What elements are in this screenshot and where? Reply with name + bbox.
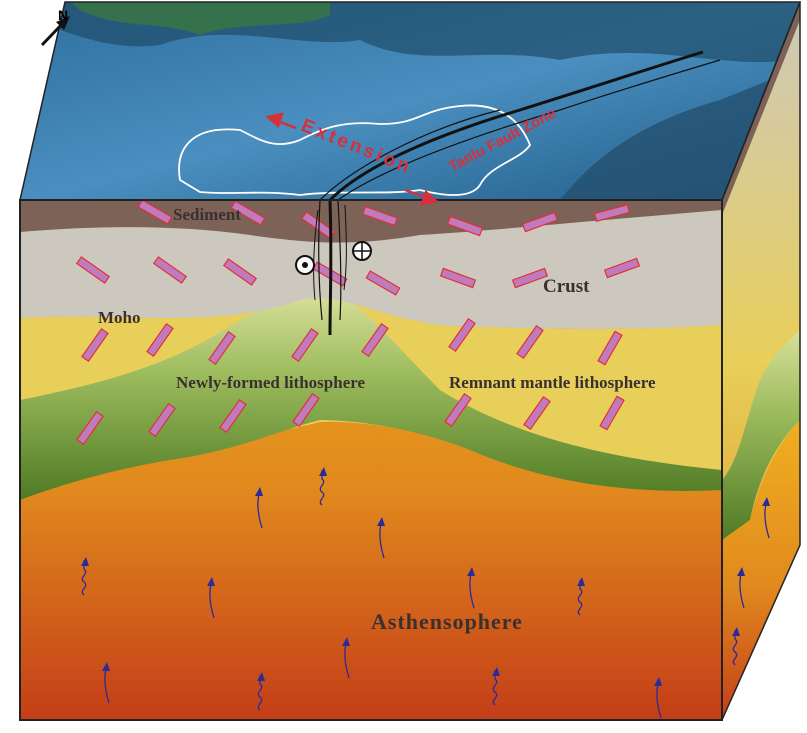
side-astheno xyxy=(722,420,800,720)
land-right xyxy=(560,80,770,200)
dike xyxy=(599,395,625,431)
dike xyxy=(75,256,111,284)
dike xyxy=(81,327,109,363)
arrow-head-icon xyxy=(762,497,770,506)
side-sediment xyxy=(722,2,800,215)
fault-lines xyxy=(313,50,721,336)
dike xyxy=(439,267,477,289)
upwelling-arrow xyxy=(577,580,583,616)
dike xyxy=(208,330,236,366)
moho-label: Moho xyxy=(98,308,141,327)
dike xyxy=(152,256,188,284)
arrow-head-icon xyxy=(737,567,745,576)
dike xyxy=(222,258,258,286)
arrow-head-icon xyxy=(492,667,500,676)
out-of-page-symbol xyxy=(295,255,315,275)
arrow-head-icon xyxy=(207,577,215,586)
north-arrow-icon xyxy=(40,16,70,47)
arrow-head-icon xyxy=(732,627,740,636)
arrow-head-icon xyxy=(255,487,263,496)
arrow-head-icon xyxy=(257,672,265,681)
dike xyxy=(597,330,623,366)
dike xyxy=(148,402,176,438)
dike xyxy=(361,322,389,358)
dike xyxy=(291,327,319,363)
sediment-layer xyxy=(20,200,722,243)
arrow-head-icon xyxy=(102,662,110,671)
dike xyxy=(361,205,399,227)
newly-formed-label: Newly-formed lithosphere xyxy=(176,373,365,392)
upwelling-arrow xyxy=(81,560,87,596)
dike xyxy=(523,395,551,431)
arrow-head-icon xyxy=(342,637,350,646)
asthenosphere-label: Asthensophere xyxy=(371,609,523,634)
dike xyxy=(137,199,173,225)
crust-layer xyxy=(20,210,722,329)
upwelling-arrow xyxy=(257,675,263,711)
arrow-head-icon xyxy=(81,557,89,566)
dike xyxy=(292,392,320,428)
dike xyxy=(446,215,484,237)
arrow-head-icon xyxy=(577,577,585,586)
dike xyxy=(521,211,559,233)
dike xyxy=(511,267,549,289)
extension-arrow xyxy=(265,112,439,206)
arrow-head-icon xyxy=(377,517,385,526)
remnant-label: Remnant mantle lithosphere xyxy=(449,373,656,392)
dike xyxy=(444,392,472,428)
dike xyxy=(603,257,641,279)
dike xyxy=(76,410,104,446)
arrow-head-icon xyxy=(467,567,475,576)
into-page-symbol xyxy=(352,241,372,261)
dike xyxy=(219,398,247,434)
upwelling-arrow xyxy=(732,630,738,666)
arrow-head-icon xyxy=(319,467,327,476)
dike xyxy=(593,204,631,222)
dike-group xyxy=(75,199,641,446)
newly-formed-lithosphere xyxy=(20,291,722,500)
side-green xyxy=(722,330,800,540)
dike xyxy=(516,324,544,360)
land-green xyxy=(70,2,330,35)
upwelling-arrow xyxy=(492,670,498,706)
dike xyxy=(448,317,476,353)
upwelling-arrow xyxy=(319,470,325,506)
north-label: N xyxy=(58,7,68,23)
sediment-label: Sediment xyxy=(173,205,241,224)
upwelling-arrows xyxy=(81,467,770,719)
dike xyxy=(365,270,401,296)
crust-label: Crust xyxy=(543,276,590,297)
dike xyxy=(230,200,266,226)
arrow-head-icon xyxy=(654,677,662,686)
side-frame xyxy=(721,1,801,721)
dike xyxy=(146,322,174,358)
